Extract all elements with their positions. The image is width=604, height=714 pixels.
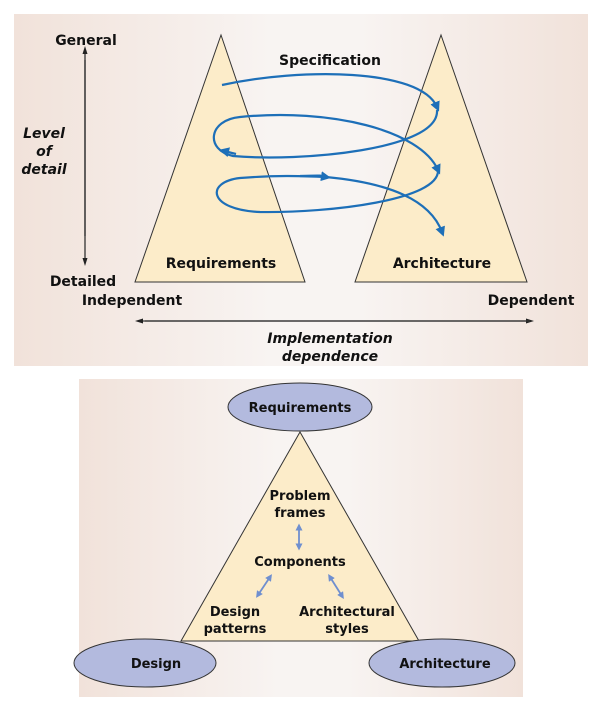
architecture-triangle [354, 33, 528, 283]
requirements-triangle-label: Requirements [166, 256, 277, 272]
spiral-segment-4 [325, 175, 445, 237]
spiral-arrowhead-mid [299, 171, 331, 182]
architecture-node [368, 638, 516, 688]
top-panel: Specification General Detailed Level of … [14, 14, 588, 366]
spiral-segment-1 [221, 73, 440, 112]
components-styles-arrow [328, 574, 344, 599]
independent-label: Independent [82, 293, 183, 309]
problem-frames-line-2: frames [275, 506, 326, 521]
implementation-dependence-line-2: dependence [282, 349, 378, 365]
implementation-dependence-line-1: Implementation [267, 331, 392, 347]
level-of-detail-line-2: of [36, 144, 54, 160]
problem-frames-line-1: Problem [270, 489, 331, 504]
specification-label: Specification [279, 53, 381, 69]
design-node [73, 638, 217, 688]
level-of-detail-line-3: detail [21, 162, 66, 178]
design-patterns-line-2: patterns [204, 622, 267, 637]
bottom-panel: Requirements Design Architecture Problem… [73, 379, 523, 697]
components-patterns-arrow [256, 574, 272, 598]
requirements-node [227, 382, 373, 432]
specification-spiral [212, 73, 445, 237]
general-label: General [55, 33, 117, 49]
level-of-detail-line-1: Level [23, 126, 65, 142]
architectural-styles-line-1: Architectural [299, 605, 395, 620]
spiral-back-arrow [219, 147, 237, 158]
components-label: Components [254, 555, 346, 570]
architecture-triangle-label: Architecture [393, 256, 491, 272]
spiral-segment-2 [212, 109, 441, 175]
dependent-label: Dependent [488, 293, 575, 309]
requirements-node-label: Requirements [249, 401, 352, 416]
architecture-node-label: Architecture [399, 657, 491, 672]
spiral-segment-3 [215, 169, 440, 214]
design-node-label: Design [131, 657, 181, 672]
design-patterns-line-1: Design [210, 605, 260, 620]
detailed-label: Detailed [50, 274, 116, 290]
architectural-styles-line-2: styles [325, 622, 369, 637]
